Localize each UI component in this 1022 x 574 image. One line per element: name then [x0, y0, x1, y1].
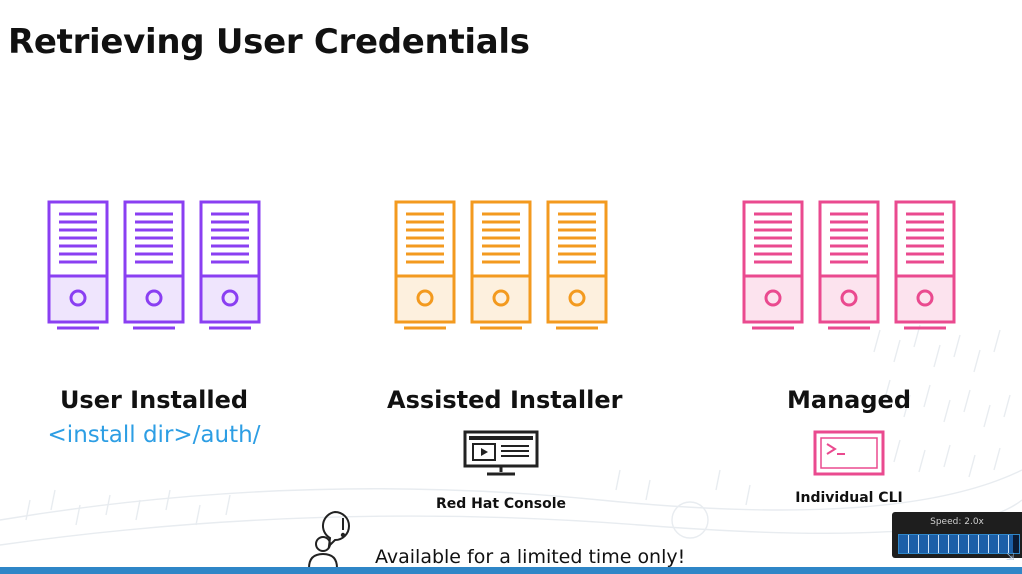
auth-path-text: <install dir>/auth/ — [47, 422, 261, 448]
sub-label: Individual CLI — [795, 490, 903, 506]
server-rack-icon — [894, 200, 956, 330]
sub-label: Red Hat Console — [435, 496, 566, 512]
server-rack-icon — [123, 200, 185, 330]
video-progress-bar[interactable] — [0, 567, 1022, 574]
column-managed: Managed Individual CLI — [735, 200, 963, 506]
server-rack-icon — [818, 200, 880, 330]
server-rack-icon — [742, 200, 804, 330]
server-rack-icon — [394, 200, 456, 330]
server-rack-group — [387, 200, 615, 330]
server-rack-icon — [47, 200, 109, 330]
column-title: Assisted Installer — [387, 386, 623, 414]
server-rack-icon — [546, 200, 608, 330]
speed-slider-fill — [899, 535, 1013, 553]
promo-banner-text: Available for a limited time only! — [375, 546, 686, 568]
person-alert-icon — [308, 510, 350, 569]
column-user-installed: User Installed <install dir>/auth/ — [40, 200, 268, 448]
column-title: Managed — [787, 386, 911, 414]
expand-icon[interactable]: ⇲ — [1006, 552, 1015, 563]
speed-label: Speed: 2.0x — [930, 517, 984, 527]
column-title: User Installed — [59, 386, 249, 414]
server-rack-icon — [199, 200, 261, 330]
server-rack-group — [735, 200, 963, 330]
column-assisted-installer: Assisted Installer Red Hat Console — [387, 200, 622, 512]
server-rack-group — [40, 200, 268, 330]
monitor-icon — [463, 430, 539, 476]
server-rack-icon — [470, 200, 532, 330]
speed-slider[interactable] — [898, 534, 1020, 554]
terminal-icon — [813, 430, 885, 476]
slide-title: Retrieving User Credentials — [8, 22, 530, 62]
playback-speed-control[interactable]: Speed: 2.0x — [892, 512, 1022, 558]
